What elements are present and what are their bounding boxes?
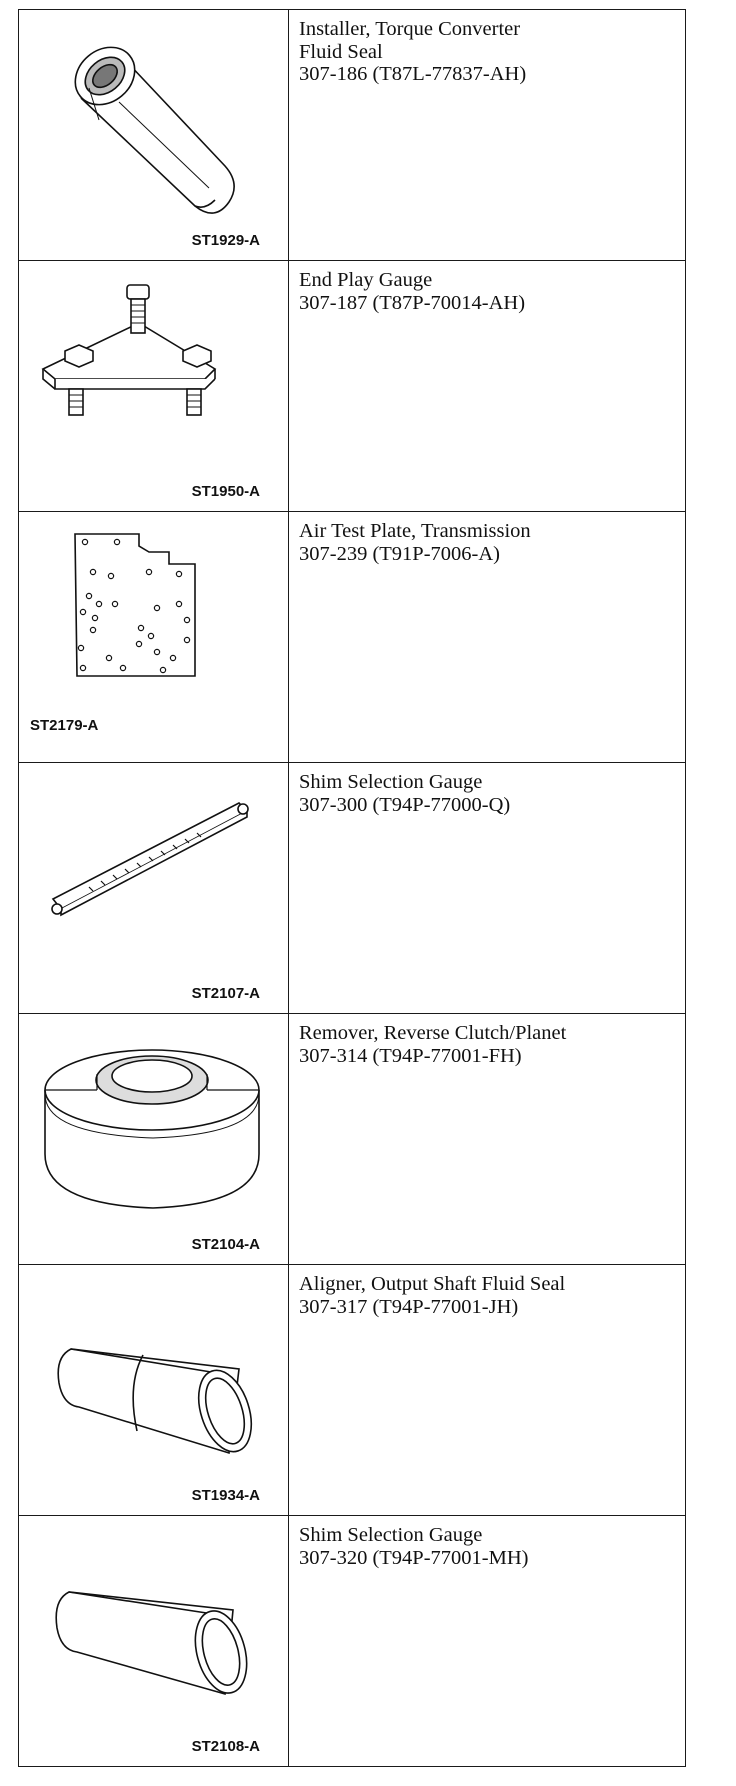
tool-description-cell: Shim Selection Gauge 307-300 (T94P-77000…	[288, 762, 686, 1014]
tool-description-cell: Air Test Plate, Transmission 307-239 (T9…	[288, 511, 686, 763]
tool-illustration-cell: ST1934-A	[18, 1264, 289, 1516]
tool-illustration-cell: ST2107-A	[18, 762, 289, 1014]
tool-description-cell: Installer, Torque Converter Fluid Seal 3…	[288, 9, 686, 261]
tool-description: Shim Selection Gauge 307-300 (T94P-77000…	[299, 771, 511, 816]
tool-row: ST1934-A Aligner, Output Shaft Fluid Sea…	[18, 1264, 686, 1516]
illustration-code: ST2108-A	[191, 1738, 260, 1755]
tool-description: Shim Selection Gauge 307-320 (T94P-77001…	[299, 1524, 529, 1569]
tool-row: ST1929-A Installer, Torque Converter Flu…	[18, 9, 686, 261]
tool-row: ST2179-A Air Test Plate, Transmission 30…	[18, 511, 686, 763]
special-tools-table: ST1929-A Installer, Torque Converter Flu…	[18, 9, 686, 1767]
tool-description-cell: Shim Selection Gauge 307-320 (T94P-77001…	[288, 1515, 686, 1767]
tool-description-cell: Remover, Reverse Clutch/Planet 307-314 (…	[288, 1013, 686, 1265]
illustration-code: ST2179-A	[30, 717, 99, 734]
shim-gauge-tube-icon	[19, 1516, 288, 1766]
tool-illustration-cell: ST2108-A	[18, 1515, 289, 1767]
tool-description-cell: Aligner, Output Shaft Fluid Seal 307-317…	[288, 1264, 686, 1516]
illustration-code: ST2107-A	[191, 985, 260, 1002]
tool-description: Aligner, Output Shaft Fluid Seal 307-317…	[299, 1273, 566, 1318]
shim-gauge-bar-icon	[19, 763, 288, 1013]
end-play-gauge-icon	[19, 261, 288, 511]
tool-description: Installer, Torque Converter Fluid Seal 3…	[299, 18, 527, 85]
tool-illustration-cell: ST1950-A	[18, 260, 289, 512]
tool-illustration-cell: ST1929-A	[18, 9, 289, 261]
tool-row: ST2107-A Shim Selection Gauge 307-300 (T…	[18, 762, 686, 1014]
clutch-remover-icon	[19, 1014, 288, 1264]
tool-description: Air Test Plate, Transmission 307-239 (T9…	[299, 520, 531, 565]
seal-aligner-icon	[19, 1265, 288, 1515]
illustration-code: ST1929-A	[191, 232, 260, 249]
seal-installer-icon	[19, 10, 288, 260]
illustration-code: ST1934-A	[191, 1487, 260, 1504]
tool-description-cell: End Play Gauge 307-187 (T87P-70014-AH)	[288, 260, 686, 512]
illustration-code: ST2104-A	[191, 1236, 260, 1253]
air-test-plate-icon	[19, 512, 288, 762]
tool-row: ST2108-A Shim Selection Gauge 307-320 (T…	[18, 1515, 686, 1767]
tool-row: ST1950-A End Play Gauge 307-187 (T87P-70…	[18, 260, 686, 512]
tool-row: ST2104-A Remover, Reverse Clutch/Planet …	[18, 1013, 686, 1265]
tool-description: End Play Gauge 307-187 (T87P-70014-AH)	[299, 269, 526, 314]
illustration-code: ST1950-A	[191, 483, 260, 500]
tool-description: Remover, Reverse Clutch/Planet 307-314 (…	[299, 1022, 567, 1067]
tool-illustration-cell: ST2104-A	[18, 1013, 289, 1265]
tool-illustration-cell: ST2179-A	[18, 511, 289, 763]
